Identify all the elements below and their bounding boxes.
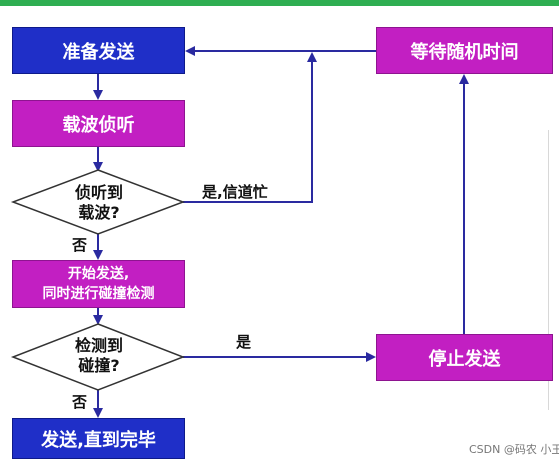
node-carrier-sense-label: 载波侦听	[62, 114, 135, 136]
right-edge-line	[548, 130, 549, 410]
decision-collision-text: 检测到 碰撞?	[44, 336, 154, 376]
node-start-send-line1: 开始发送,	[67, 266, 130, 282]
decision-sense-line1: 侦听到	[74, 183, 123, 202]
edge-decision1-yes-busy	[183, 52, 317, 203]
node-wait-random-time-label: 等待随机时间	[410, 41, 519, 63]
node-carrier-sense: 载波侦听	[12, 100, 185, 147]
top-accent-bar	[0, 0, 559, 6]
decision-collision-line2: 碰撞?	[78, 356, 120, 375]
node-stop-send: 停止发送	[376, 334, 553, 381]
node-prepare-send-label: 准备发送	[62, 41, 135, 63]
edge-label-no-1: 否	[72, 236, 88, 254]
watermark-text: CSDN @码农 小王	[469, 443, 559, 456]
node-send-until-done-label: 发送,直到完毕	[41, 429, 156, 451]
node-send-until-done: 发送,直到完毕	[12, 418, 185, 459]
decision-sense-text: 侦听到 载波?	[44, 183, 154, 223]
edge-label-yes-busy: 是,信道忙	[202, 183, 268, 201]
node-wait-random-time: 等待随机时间	[376, 27, 553, 74]
edge-label-yes-2: 是	[236, 333, 252, 351]
node-prepare-send: 准备发送	[12, 27, 185, 74]
node-stop-send-label: 停止发送	[428, 348, 501, 370]
node-start-send: 开始发送, 同时进行碰撞检测	[12, 260, 185, 308]
decision-diamond-collision	[10, 323, 186, 391]
decision-sense-line2: 载波?	[78, 203, 120, 222]
node-start-send-line2: 同时进行碰撞检测	[42, 286, 155, 302]
edge-label-no-2: 否	[72, 393, 88, 411]
decision-collision-line1: 检测到	[74, 336, 123, 355]
decision-diamond-sense	[10, 169, 186, 235]
